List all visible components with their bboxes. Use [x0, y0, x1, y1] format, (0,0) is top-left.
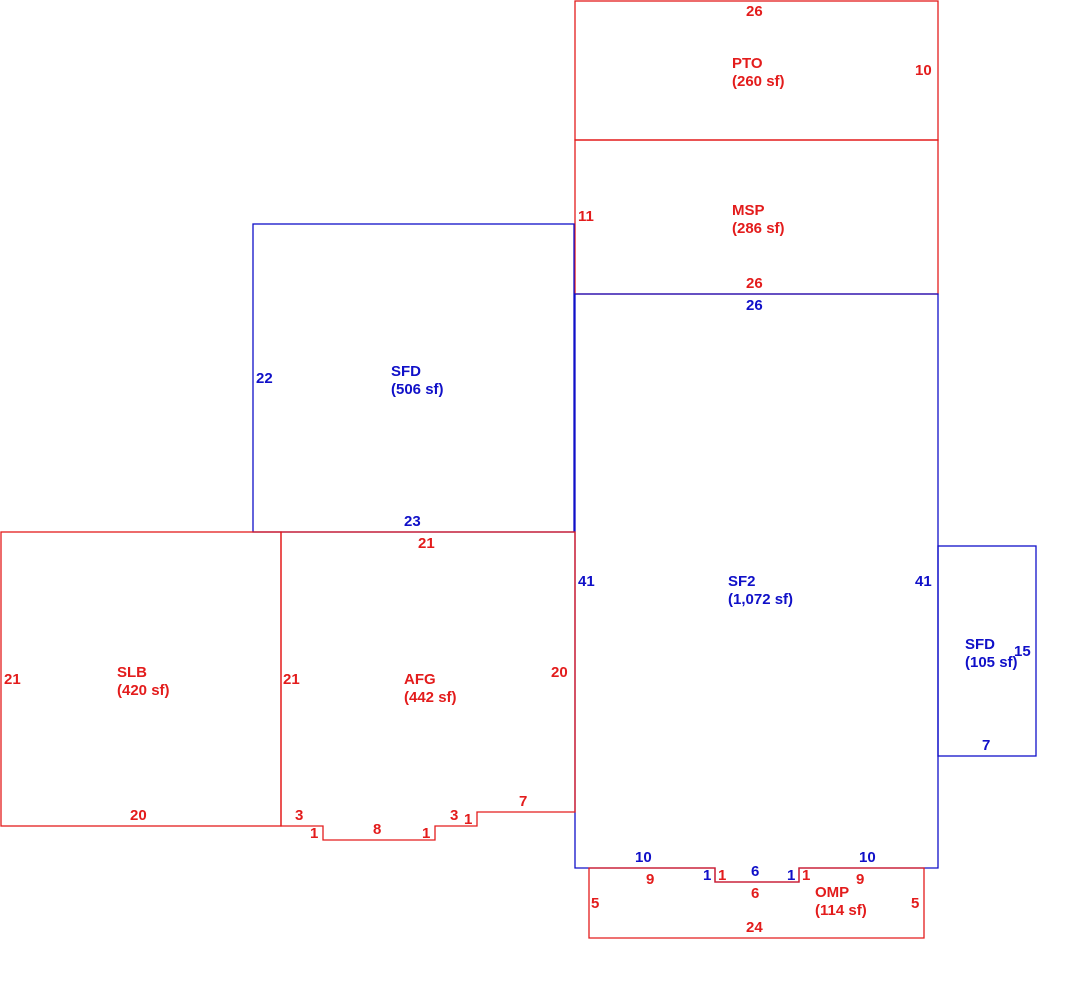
area-label-sfd-right-size: (105 sf) [965, 654, 1018, 671]
dimension-label: 1 [802, 867, 810, 884]
area-label-sfd-upper-size: (506 sf) [391, 381, 444, 398]
dimension-label: 10 [915, 62, 932, 79]
dimension-label: 7 [519, 793, 527, 810]
dimension-label: 9 [856, 871, 864, 888]
dimension-label: 10 [635, 849, 652, 866]
dimension-label: 20 [130, 807, 147, 824]
dimension-label: 26 [746, 297, 763, 314]
dimension-label: 22 [256, 370, 273, 387]
dimension-label: 11 [578, 208, 594, 225]
dimension-label: 15 [1014, 643, 1031, 660]
dimension-label: 41 [915, 573, 932, 590]
area-label-pto-code: PTO [732, 55, 763, 72]
dimension-label: 3 [295, 807, 303, 824]
area-label-pto-size: (260 sf) [732, 73, 785, 90]
area-label-afg-code: AFG [404, 671, 436, 688]
dimension-label: 1 [310, 825, 318, 842]
dimension-label: 20 [551, 664, 568, 681]
dimension-label: 10 [859, 849, 876, 866]
dimension-label: 3 [450, 807, 458, 824]
dimension-label: 41 [578, 573, 595, 590]
area-label-msp-size: (286 sf) [732, 220, 785, 237]
area-label-sf2-size: (1,072 sf) [728, 591, 793, 608]
area-label-sfd-right-code: SFD [965, 636, 995, 653]
dimension-label: 7 [982, 737, 990, 754]
area-label-sf2-code: SF2 [728, 573, 756, 590]
dimension-label: 26 [746, 275, 763, 292]
area-label-slb-code: SLB [117, 664, 147, 681]
dimension-label: 1 [703, 867, 711, 884]
dimension-label: 6 [751, 885, 759, 902]
area-label-omp-size: (114 sf) [815, 902, 867, 919]
area-label-msp-code: MSP [732, 202, 765, 219]
dimension-label: 5 [591, 895, 599, 912]
area-sf2-outline[interactable] [574, 293, 939, 883]
area-label-omp-code: OMP [815, 884, 849, 901]
dimension-label: 21 [283, 671, 300, 688]
dimension-label: 26 [746, 3, 763, 20]
area-omp-outline[interactable] [588, 867, 925, 939]
dimension-label: 5 [911, 895, 919, 912]
dimension-label: 1 [718, 867, 726, 884]
dimension-label: 9 [646, 871, 654, 888]
area-afg-outline[interactable] [280, 531, 576, 841]
area-label-slb-size: (420 sf) [117, 682, 170, 699]
dimension-label: 24 [746, 919, 763, 936]
area-sfd-right-outline[interactable] [937, 545, 1037, 757]
area-label-sfd-upper-code: SFD [391, 363, 421, 380]
dimension-label: 23 [404, 513, 421, 530]
dimension-label: 21 [418, 535, 435, 552]
dimension-label: 1 [787, 867, 795, 884]
dimension-label: 6 [751, 863, 759, 880]
area-label-afg-size: (442 sf) [404, 689, 457, 706]
dimension-label: 8 [373, 821, 381, 838]
dimension-label: 1 [422, 825, 430, 842]
dimension-label: 21 [4, 671, 21, 688]
dimension-label: 1 [464, 811, 472, 828]
